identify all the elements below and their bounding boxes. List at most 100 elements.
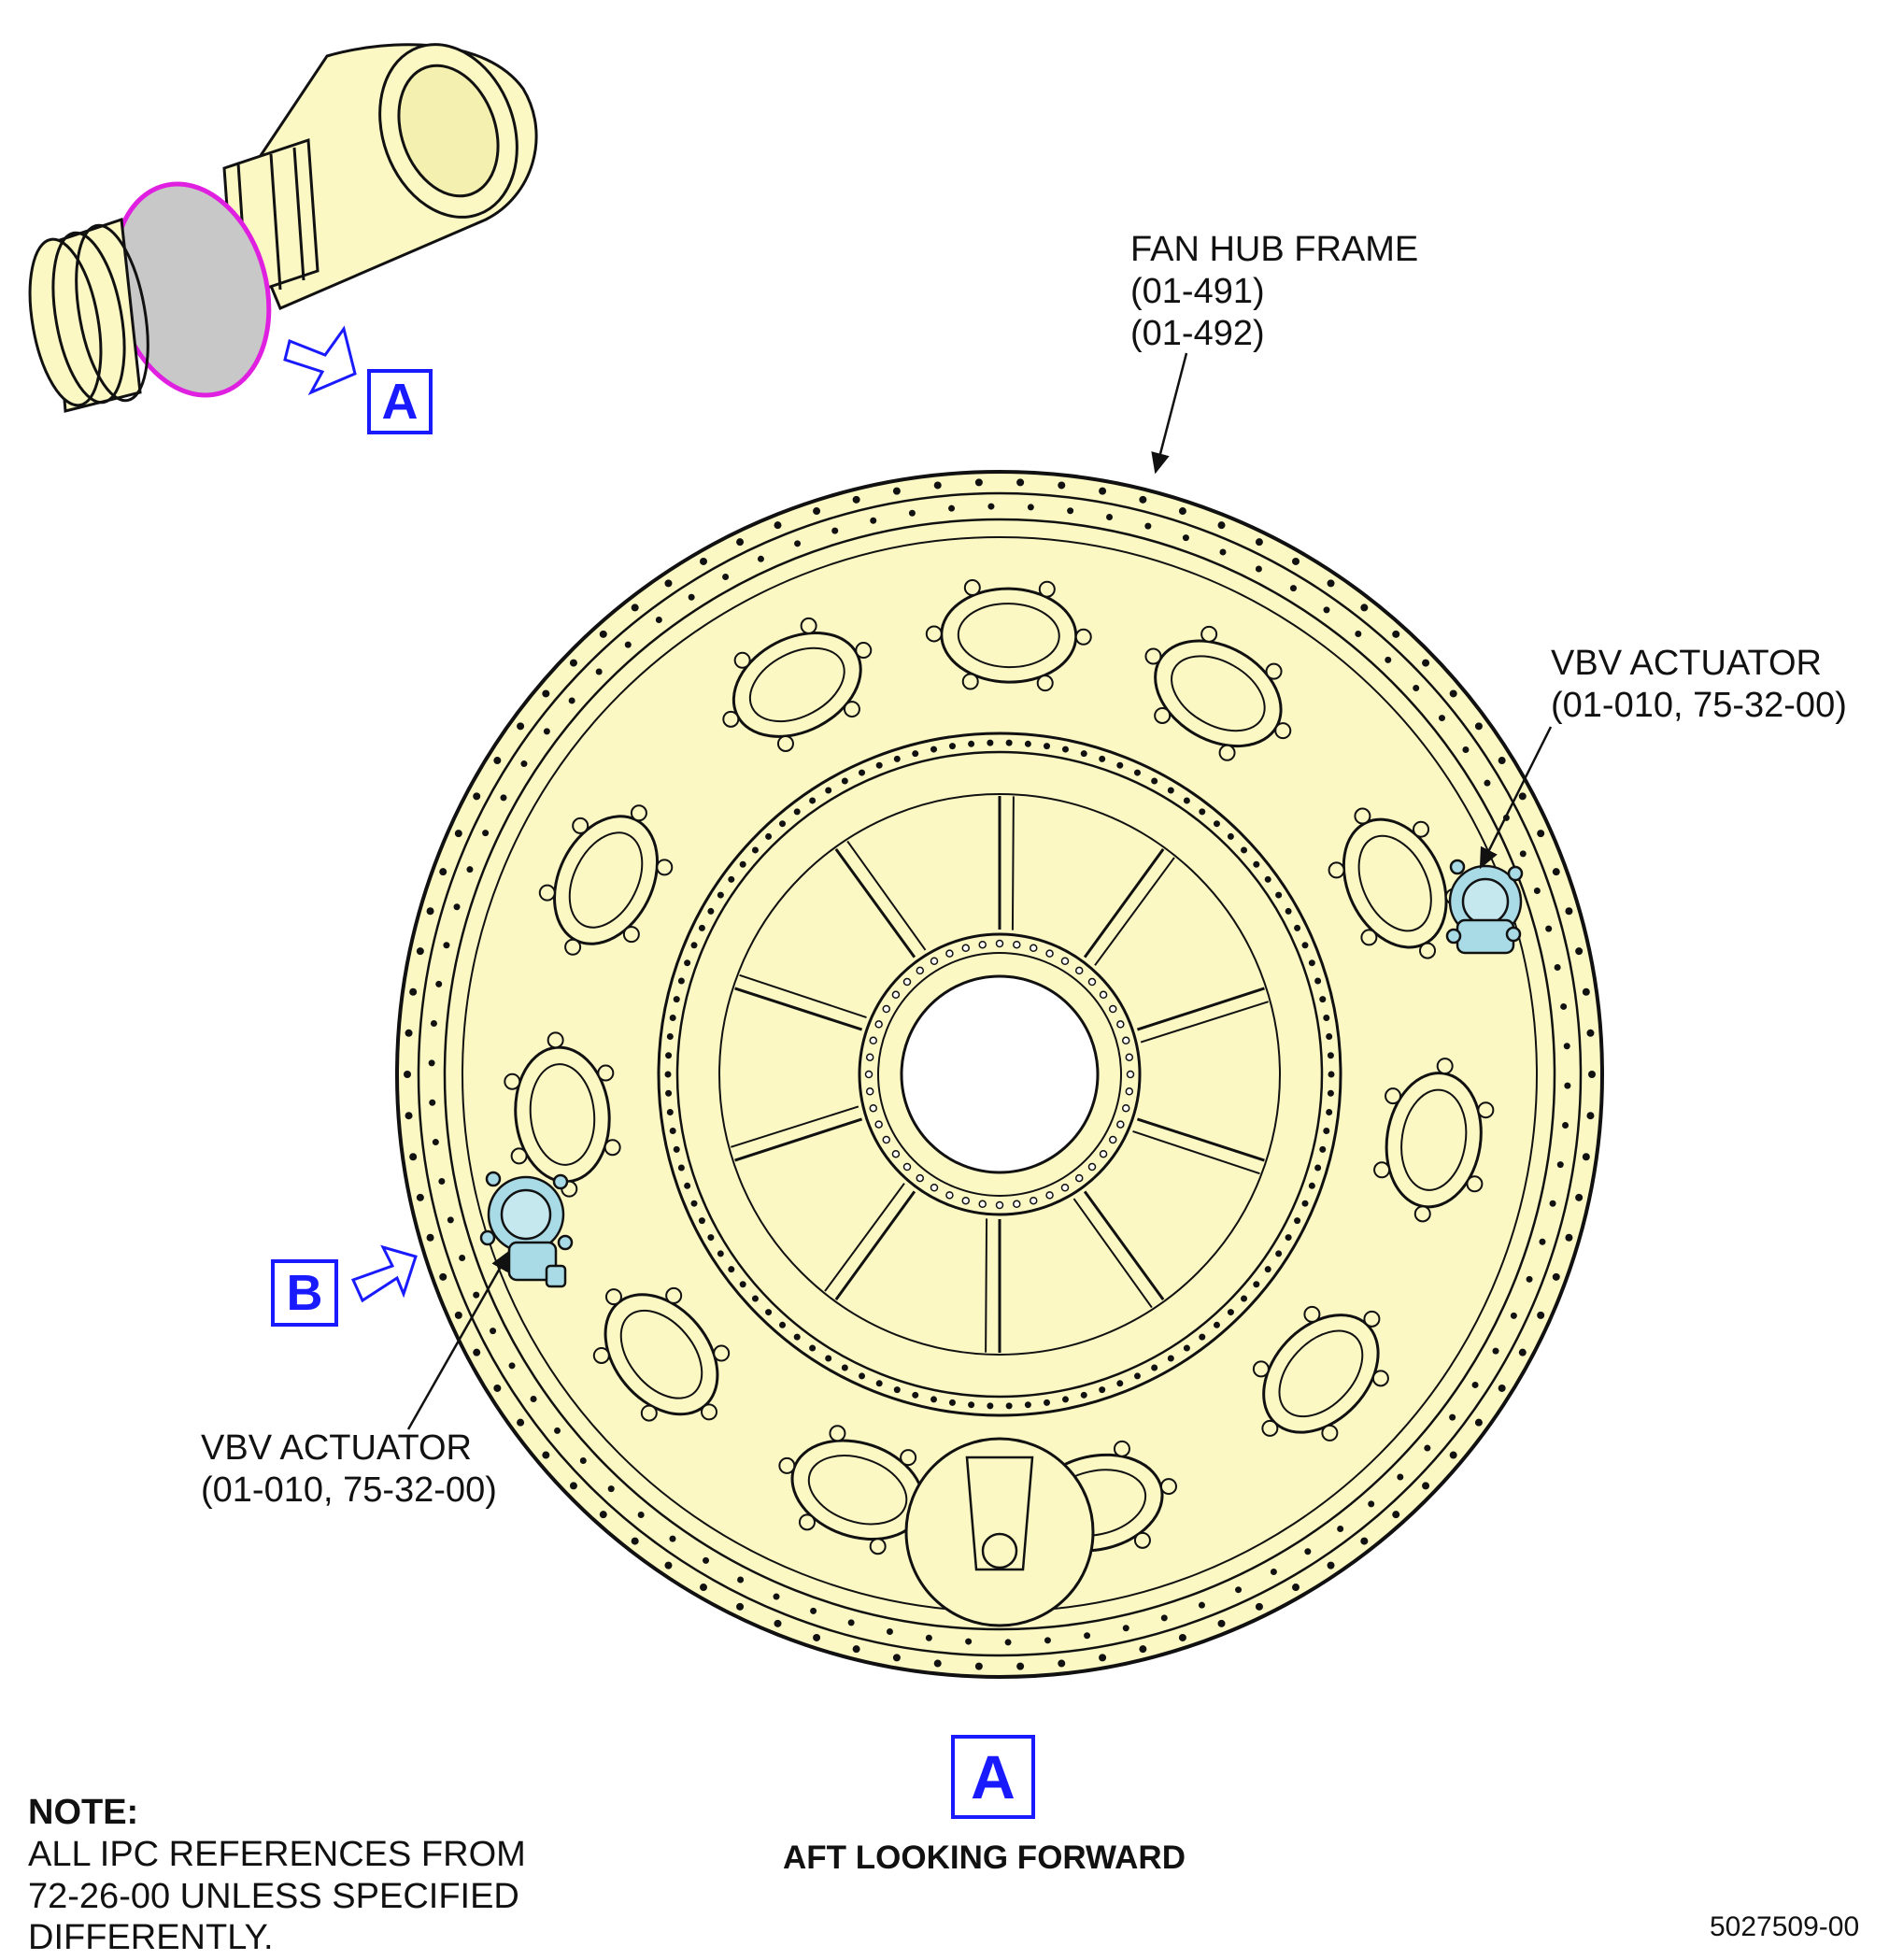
- flange-bolt-hole: [669, 1535, 676, 1542]
- ring-bolt-hole: [717, 891, 724, 899]
- flange-bolt-hole: [688, 593, 695, 601]
- view-caption: AFT LOOKING FORWARD: [783, 1839, 1186, 1876]
- flange-bolt-hole: [508, 1362, 516, 1370]
- flange-bolt-hole: [447, 1216, 454, 1224]
- ring-bolt-hole: [673, 1145, 680, 1153]
- flange-bolt-hole: [595, 668, 603, 675]
- flange-bolt-hole: [426, 907, 434, 916]
- flange-bolt-hole: [1058, 1659, 1066, 1668]
- ring-bolt-hole: [1061, 746, 1069, 753]
- flange-bolt-hole: [1178, 1633, 1186, 1641]
- port-mount-lug: [1159, 1478, 1177, 1496]
- port-mount-lug: [776, 734, 794, 752]
- hub-bolt-hole: [1126, 1070, 1135, 1079]
- ring-bolt-hole: [666, 1108, 674, 1115]
- ring-bolt-hole: [1167, 787, 1174, 794]
- flange-bolt-hole: [1385, 656, 1392, 663]
- ring-bolt-hole: [1183, 797, 1190, 804]
- flange-bolt-hole: [1560, 1002, 1568, 1010]
- port-mount-lug: [572, 817, 589, 834]
- flange-bolt-hole: [664, 1561, 673, 1569]
- frame-spoke: [834, 848, 916, 959]
- ring-bolt-hole: [728, 875, 735, 883]
- port-mount-lug: [604, 1288, 622, 1306]
- flange-bolt-hole: [1438, 715, 1445, 722]
- flange-bolt-hole: [459, 1254, 466, 1261]
- port-mount-lug: [961, 673, 979, 690]
- port-mount-lug: [713, 1344, 731, 1362]
- flange-bolt-hole: [1044, 1637, 1051, 1644]
- ring-bolt-hole: [1024, 740, 1031, 747]
- port-mount-lug: [778, 1456, 796, 1474]
- flange-bolt-hole: [1099, 487, 1107, 495]
- flange-bolt-hole: [1498, 1384, 1506, 1392]
- flange-bolt-hole: [1539, 1238, 1546, 1245]
- flange-bolt-hole: [700, 1584, 707, 1592]
- ring-bolt-hole: [809, 1344, 817, 1352]
- flange-bolt-hole: [1289, 585, 1297, 592]
- flange-bolt-hole: [1122, 1625, 1129, 1632]
- hub-bolt-hole: [891, 1149, 901, 1158]
- ring-bolt-hole: [698, 924, 705, 931]
- flange-bolt-hole: [1413, 684, 1420, 691]
- ring-bolt-hole: [1241, 1295, 1248, 1302]
- frame-spoke: [739, 973, 867, 1018]
- ring-bolt-hole: [859, 769, 866, 776]
- hub-bolt-hole: [916, 1173, 925, 1183]
- flange-bolt-hole: [1255, 565, 1262, 573]
- hub-bolt-hole: [864, 1070, 873, 1079]
- port-mount-lug: [1261, 1419, 1279, 1437]
- flange-bolt-hole: [1139, 495, 1147, 504]
- flange-bolt-hole: [405, 1112, 413, 1120]
- flange-bolt-hole: [631, 604, 639, 612]
- flange-bolt-hole: [1471, 1381, 1479, 1388]
- port-mount-lug: [640, 1404, 658, 1422]
- flange-bolt-hole: [569, 1482, 577, 1490]
- ring-bolt-hole: [1133, 1372, 1141, 1380]
- vbv-actuator-left: [479, 1171, 574, 1288]
- flange-bolt-hole: [1360, 1537, 1369, 1545]
- ring-bolt-hole: [1314, 977, 1322, 985]
- ring-bolt-hole: [728, 1266, 735, 1273]
- ring-bolt-hole: [1044, 1399, 1051, 1406]
- flange-bolt-hole: [1552, 1272, 1560, 1281]
- flange-bolt-hole: [1422, 659, 1430, 667]
- figure-number: 5027509-00: [1710, 1911, 1860, 1942]
- flange-bolt-hole: [773, 1593, 780, 1600]
- leader-vbv-right: [1479, 726, 1553, 870]
- ring-bolt-hole: [1326, 1033, 1333, 1041]
- flange-bolt-hole: [1556, 1161, 1564, 1169]
- ring-bolt-hole: [684, 1182, 691, 1189]
- hub-bolt-hole: [902, 977, 912, 987]
- flange-bolt-hole: [1586, 1029, 1595, 1037]
- port-mount-lug: [597, 1064, 615, 1082]
- hub-bolt-hole: [1121, 1036, 1130, 1045]
- ring-bolt-hole: [1301, 1200, 1309, 1207]
- note-line-3: DIFFERENTLY.: [28, 1918, 274, 1958]
- flange-bolt-hole: [1518, 792, 1527, 801]
- flange-bolt-hole: [774, 1619, 782, 1627]
- frame-spoke: [1083, 1190, 1165, 1300]
- flange-bolt-hole: [1588, 1071, 1596, 1078]
- port-mount-lug: [1419, 942, 1437, 959]
- flange-bolt-hole: [439, 868, 447, 876]
- port-mount-lug: [564, 938, 582, 956]
- ring-bolt-hole: [751, 1295, 759, 1302]
- hub-bolt-hole: [1099, 1149, 1108, 1158]
- flange-bolt-hole: [847, 1619, 855, 1626]
- flange-bolt-hole: [579, 1457, 587, 1465]
- ring-bolt-hole: [1323, 1128, 1330, 1135]
- hub-bolt-hole: [865, 1087, 874, 1096]
- ring-bolt-hole: [841, 1364, 848, 1371]
- flange-bolt-hole: [1563, 1043, 1570, 1050]
- vbv-actuator-left-name: VBV ACTUATOR: [201, 1428, 472, 1468]
- access-port-inner: [568, 831, 644, 929]
- ring-bolt-hole: [987, 739, 994, 746]
- flange-bolt-hole: [1498, 757, 1506, 765]
- ring-bolt-hole: [793, 1333, 801, 1341]
- hub-bolt-hole: [874, 1120, 883, 1129]
- fan-hub-frame-ref-1: (01-491): [1130, 271, 1265, 311]
- flange-bolt-hole: [1533, 888, 1541, 895]
- access-port-inner: [807, 1455, 908, 1526]
